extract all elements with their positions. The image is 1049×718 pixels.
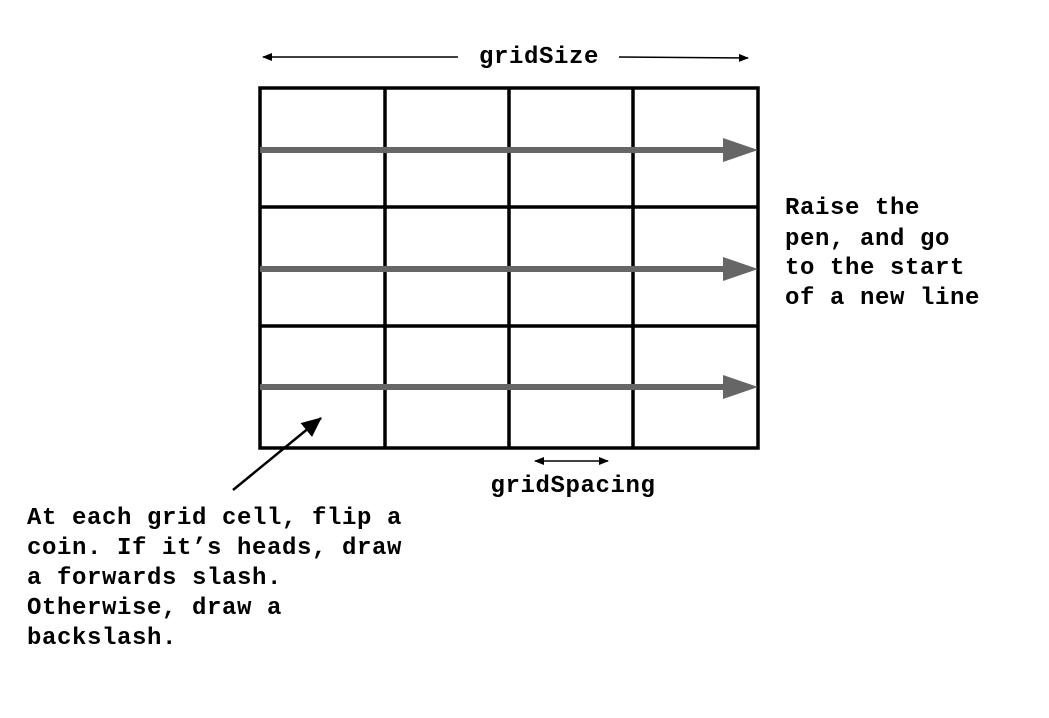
grid-spacing-label: gridSpacing bbox=[490, 473, 655, 500]
row-arrow-shaft bbox=[260, 384, 725, 390]
cell-pointer-arrow bbox=[232, 417, 322, 491]
new-line-note: Raise the pen, and go to the start of a … bbox=[785, 195, 980, 312]
row-arrow-head bbox=[723, 257, 758, 281]
note-line: Otherwise, draw a bbox=[27, 595, 282, 622]
note-line: Raise the bbox=[785, 195, 920, 222]
row-arrow-head bbox=[723, 375, 758, 399]
grid-size-arrow-right bbox=[618, 53, 749, 62]
note-line: At each grid cell, flip a bbox=[27, 505, 402, 532]
grid-size-label: gridSize bbox=[479, 44, 599, 71]
row-arrow-shaft bbox=[260, 147, 725, 153]
row-arrows bbox=[260, 138, 758, 399]
note-line: to the start bbox=[785, 255, 965, 282]
coin-flip-note: At each grid cell, flip a coin. If it’s … bbox=[27, 505, 402, 652]
row-arrow-shaft bbox=[260, 266, 725, 272]
row-arrow-head bbox=[723, 138, 758, 162]
note-line: coin. If it’s heads, draw bbox=[27, 535, 402, 562]
note-line: of a new line bbox=[785, 285, 980, 312]
note-line: pen, and go bbox=[785, 226, 950, 253]
note-line: backslash. bbox=[27, 625, 177, 652]
note-line: a forwards slash. bbox=[27, 565, 282, 592]
